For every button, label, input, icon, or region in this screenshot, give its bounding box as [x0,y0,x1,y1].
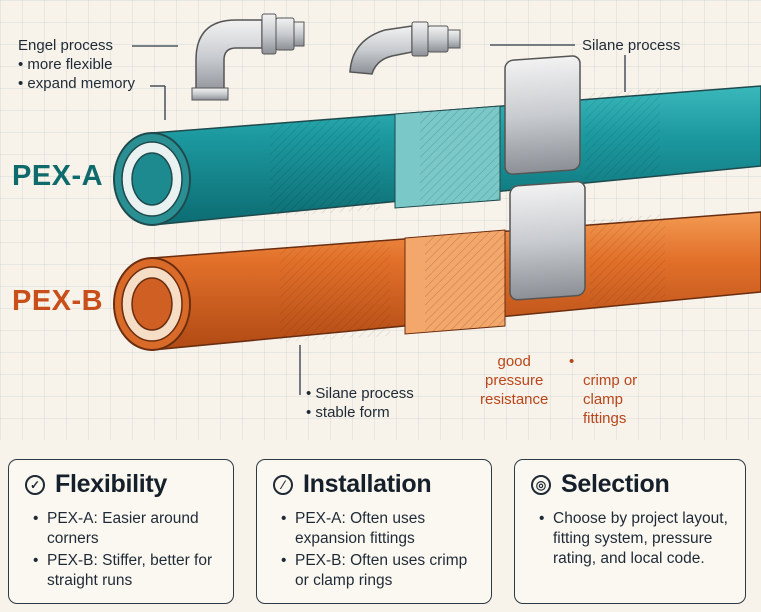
silane-item: • stable form [306,404,390,421]
card-bullet: PEX-A: Easier around corners [33,509,221,549]
target-circle-icon: ◎ [531,474,551,495]
silane-item: • Silane process [306,385,414,402]
clock-circle-icon: ⁄ [273,474,293,495]
crimp-clamp-fittings-note: •crimp or clamp fittings [569,353,638,427]
installation-card: ⁄ Installation PEX-A: Often uses expansi… [256,459,492,604]
pipe-illustration [113,13,761,395]
card-title: Flexibility [55,470,168,498]
engel-item: • more flexible [18,56,113,73]
card-title: Installation [303,470,432,498]
silane-process-bottom-note: • Silane process • stable form [306,384,414,422]
card-bullet: PEX-B: Stiffer, better for straight runs [33,551,221,591]
pex-a-label: PEX-A [12,160,104,192]
elbow-fitting-left [191,13,305,101]
pressure-resistance-note: good pressure resistance [480,353,549,408]
engel-process-note: Engel process • more flexible • expand m… [18,36,135,93]
elbow-fitting-right [349,21,461,75]
card-bullet: PEX-A: Often uses expansion fittings [281,509,479,549]
pex-a-pipe [113,55,761,226]
engel-title: Engel process [18,37,114,54]
selection-card: ◎ Selection Choose by project layout, fi… [514,459,746,604]
card-bullet: Choose by project layout, fitting system… [539,509,733,569]
engel-item: • expand memory [18,75,135,92]
flexibility-card: ✓ Flexibility PEX-A: Easier around corne… [8,459,234,604]
pex-b-label: PEX-B [12,285,104,317]
card-bullet: PEX-B: Often uses crimp or clamp rings [281,551,479,591]
card-title: Selection [561,470,670,498]
pex-b-pipe [113,180,761,351]
leader-lines [132,44,626,395]
check-circle-icon: ✓ [25,474,45,495]
silane-process-top-note: Silane process [582,37,681,54]
